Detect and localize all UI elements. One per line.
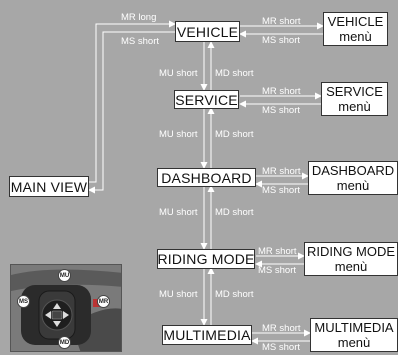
label-mr-short-dashboard: MR short <box>262 166 301 177</box>
label-mu-short-1: MU short <box>159 68 198 79</box>
multimedia-menu-sub: menù <box>337 335 371 350</box>
node-riding-mode: RIDING MODE <box>157 249 255 269</box>
label-mu-short-2: MU short <box>159 129 198 140</box>
node-vehicle-menu: VEHICLE menù <box>323 12 388 46</box>
dashboard-menu-sub: menù <box>336 178 370 193</box>
label-ms-short-service: MS short <box>262 105 301 116</box>
photo-button-mu: MU <box>58 269 71 282</box>
label-mr-short-service: MR short <box>262 86 301 97</box>
label-ms-short-dashboard: MS short <box>262 185 301 196</box>
label-mr-short-vehicle: MR short <box>262 16 301 27</box>
riding-mode-menu-title: RIDING MODE <box>306 244 396 259</box>
service-menu-title: SERVICE <box>326 84 383 99</box>
arrow-mainview-to-vehicle <box>88 20 176 183</box>
label-md-short-4: MD short <box>215 289 254 300</box>
node-riding-mode-menu: RIDING MODE menù <box>304 242 398 276</box>
vehicle-menu-title: VEHICLE <box>327 14 384 29</box>
node-multimedia-menu: MULTIMEDIA menù <box>310 318 398 352</box>
photo-button-ms: MS <box>17 295 30 308</box>
label-ms-short-vehicle: MS short <box>262 35 301 46</box>
node-dashboard-menu: DASHBOARD menù <box>308 161 398 195</box>
service-menu-sub: menù <box>338 99 371 114</box>
label-ms-short-multimedia: MS short <box>262 342 301 353</box>
node-service-menu: SERVICE menù <box>321 82 388 116</box>
photo-button-mr: MR <box>97 295 110 308</box>
node-main-view: MAIN VIEW <box>9 176 89 197</box>
node-multimedia: MULTIMEDIA <box>162 325 252 345</box>
label-mu-short-3: MU short <box>159 207 198 218</box>
riding-mode-menu-sub: menù <box>334 259 368 274</box>
dashboard-menu-title: DASHBOARD <box>311 163 395 178</box>
label-ms-short-mainview: MS short <box>121 36 160 47</box>
handlebar-switch-photo: MU MS MR MD <box>10 264 122 352</box>
node-service: SERVICE <box>174 90 239 109</box>
vehicle-menu-sub: menù <box>339 29 372 44</box>
label-md-short-2: MD short <box>215 129 254 140</box>
label-md-short-3: MD short <box>215 207 254 218</box>
multimedia-menu-title: MULTIMEDIA <box>314 320 394 335</box>
photo-button-md: MD <box>58 336 71 349</box>
label-mu-short-4: MU short <box>159 289 198 300</box>
label-mr-short-ridingmode: MR short <box>258 246 297 257</box>
node-dashboard: DASHBOARD <box>157 168 256 187</box>
label-md-short-1: MD short <box>215 68 254 79</box>
node-vehicle: VEHICLE <box>175 21 240 42</box>
label-mr-long: MR long <box>121 12 157 23</box>
arrow-vehicle-to-mainview <box>88 31 175 194</box>
label-mr-short-multimedia: MR short <box>262 323 301 334</box>
label-ms-short-ridingmode: MS short <box>258 265 297 276</box>
